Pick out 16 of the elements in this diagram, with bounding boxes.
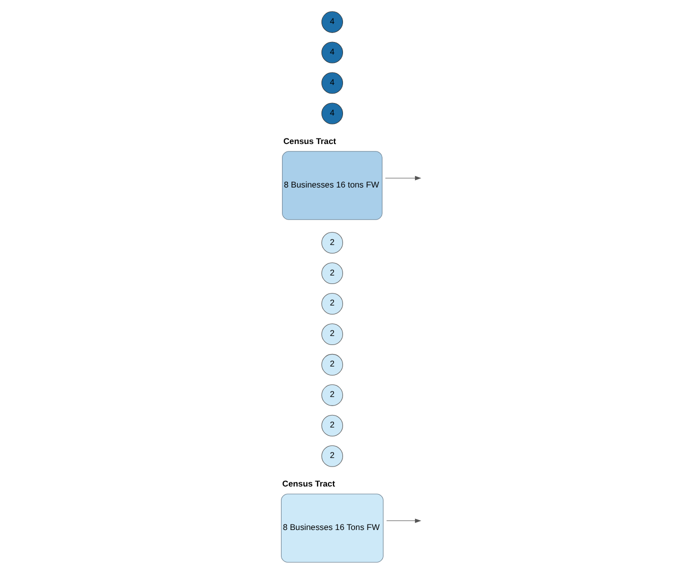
arrow	[386, 518, 422, 523]
node-circle: 4	[321, 42, 343, 64]
node-circle: 2	[321, 232, 343, 254]
node-circle: 2	[321, 292, 343, 315]
node-circle: 4	[321, 11, 343, 33]
node-circle: 2	[321, 354, 343, 376]
node-circle: 2	[321, 262, 343, 284]
node-label: Census Tract	[283, 136, 336, 146]
node-circle: 2	[321, 384, 343, 406]
node-circle: 4	[321, 102, 343, 124]
node-circle: 2	[321, 323, 343, 345]
node-circle: 4	[321, 72, 343, 94]
arrow	[385, 176, 422, 180]
node-label: Census Tract	[282, 478, 336, 489]
node-circle: 2	[321, 414, 343, 436]
node-circle: 2	[321, 445, 343, 467]
